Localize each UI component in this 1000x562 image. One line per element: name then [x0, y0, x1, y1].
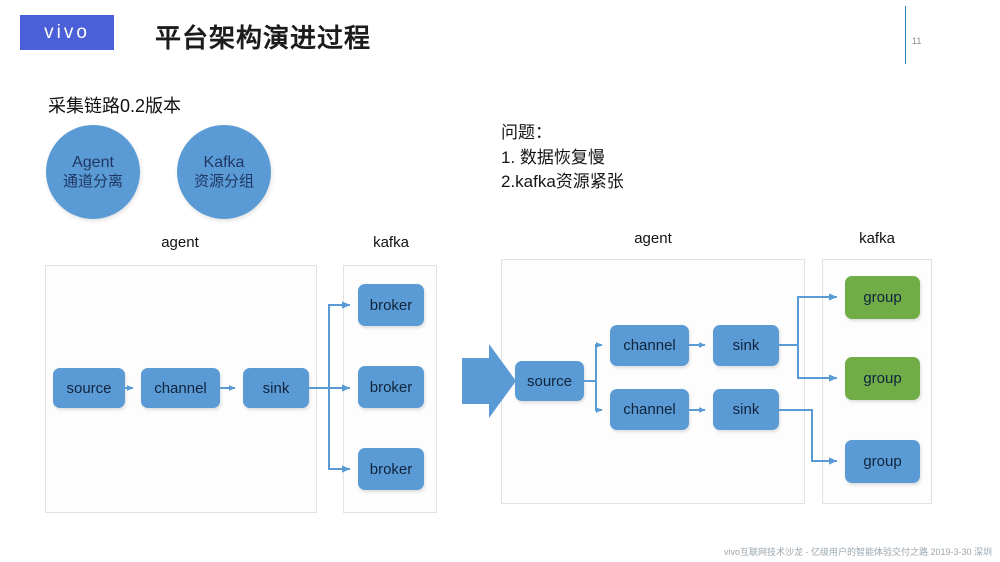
right-node-source: source	[515, 361, 584, 401]
right-node-sink-1: sink	[713, 325, 779, 366]
right-kafka-label: kafka	[859, 230, 895, 247]
left-node-source: source	[53, 368, 125, 408]
left-node-broker-2: broker	[358, 366, 424, 408]
slide-footer: vivo互联网技术沙龙 - 亿级用户的智能体验交付之路 2019-3-30 深圳	[723, 547, 992, 557]
right-node-group-3: group	[845, 440, 920, 483]
left-node-sink: sink	[243, 368, 309, 408]
agent-circle-line1: Agent	[72, 153, 114, 171]
left-node-channel: channel	[141, 368, 220, 408]
agent-circle-line2: 通道分离	[62, 172, 123, 190]
problem-note: 问题： 1. 数据恢复慢 2.kafka资源紧张	[501, 121, 624, 195]
right-node-channel-2: channel	[610, 389, 689, 430]
vivo-logo: vivo	[20, 15, 114, 50]
right-node-group-2: group	[845, 357, 920, 400]
left-kafka-label: kafka	[373, 234, 409, 251]
left-node-broker-1: broker	[358, 284, 424, 326]
problem-note-item-2: 2.kafka资源紧张	[501, 172, 624, 192]
section-label: 采集链路0.2版本	[48, 96, 182, 116]
page-number-divider	[905, 6, 906, 64]
kafka-circle-line2: 资源分组	[193, 172, 254, 190]
page-title: 平台架构演进过程	[155, 23, 372, 53]
vivo-logo-text: vivo	[44, 21, 90, 43]
kafka-circle-line1: Kafka	[203, 153, 245, 171]
left-node-broker-3: broker	[358, 448, 424, 490]
right-node-sink-2: sink	[713, 389, 779, 430]
right-agent-label: agent	[634, 230, 672, 247]
problem-note-item-1: 1. 数据恢复慢	[501, 147, 605, 167]
problem-note-heading: 问题：	[501, 123, 552, 142]
page-number: 11	[912, 36, 922, 46]
right-node-group-1: group	[845, 276, 920, 319]
kafka-circle: Kafka 资源分组	[177, 125, 271, 219]
agent-circle: Agent 通道分离	[46, 125, 140, 219]
right-node-channel-1: channel	[610, 325, 689, 366]
left-agent-label: agent	[161, 234, 199, 251]
